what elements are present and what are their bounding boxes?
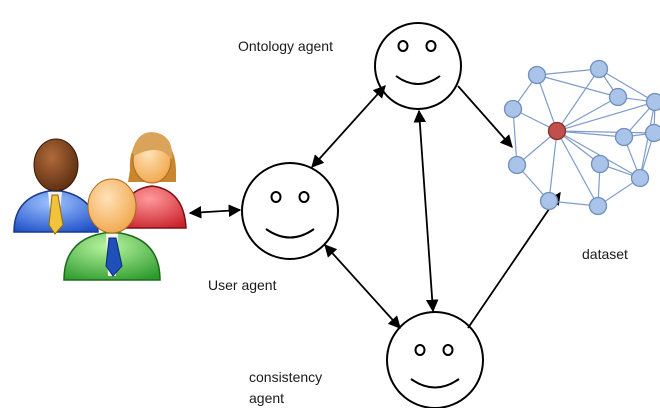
network-hub-node xyxy=(549,123,566,140)
ontology-agent-face xyxy=(375,23,461,109)
arrow-ontology-dataset xyxy=(458,86,512,147)
arrow-consistency-dataset xyxy=(468,193,560,328)
dataset-label: dataset xyxy=(582,245,628,263)
consistency-agent-label-line1: consistency xyxy=(249,367,322,388)
user-agent-face xyxy=(242,163,338,259)
arrow-users-user-agent xyxy=(190,210,240,213)
consistency-agent-label-line2: agent xyxy=(249,388,322,409)
network-graph-icon xyxy=(505,61,660,215)
arrow-ontology-consistency xyxy=(419,111,433,311)
ontology-agent-label: Ontology agent xyxy=(238,37,333,55)
consistency-agent-label: consistency agent xyxy=(249,367,322,409)
user-agent-label: User agent xyxy=(208,276,276,294)
arrow-user-consistency xyxy=(325,245,400,328)
arrow-user-ontology xyxy=(312,86,385,167)
users-group-icon xyxy=(14,132,186,280)
